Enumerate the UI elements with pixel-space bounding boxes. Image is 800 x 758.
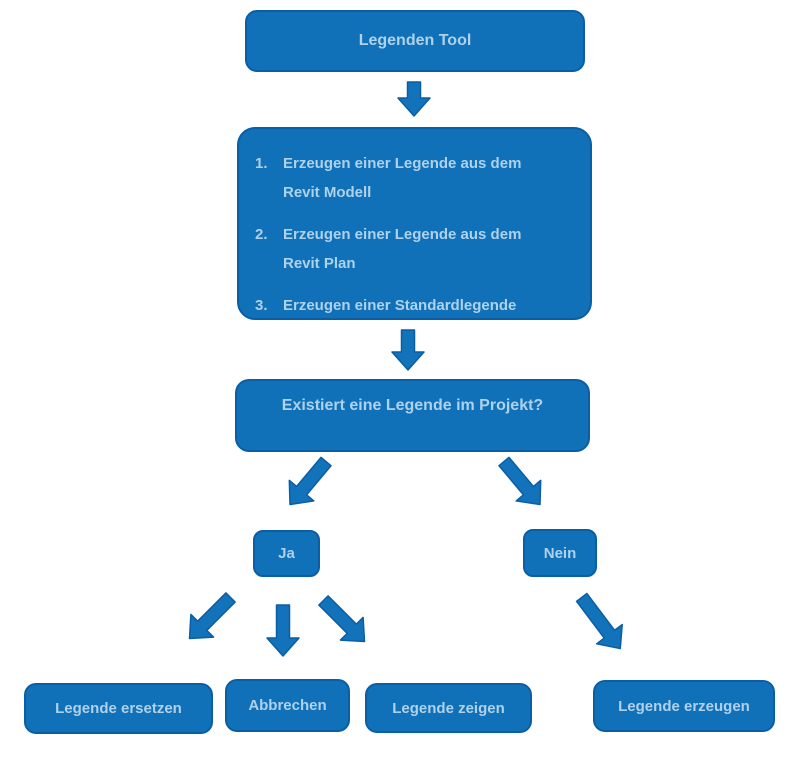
node-legenden-tool: Legenden Tool — [245, 10, 585, 72]
arrow-question-to-ja-icon — [276, 450, 339, 516]
node-ja: Ja — [253, 530, 320, 577]
node-steps-list: 1. Erzeugen einer Legende aus dem Revit … — [237, 127, 592, 320]
arrow-title-to-steps-icon — [397, 81, 431, 117]
flowchart-title: Legenden Tool — [358, 32, 472, 49]
outcome-label: Abbrechen — [248, 697, 327, 714]
arrow-nein-to-erzeugen-icon — [568, 586, 635, 659]
step-number: 1. — [255, 155, 268, 172]
question-text: Existiert eine Legende im Projekt? — [281, 397, 544, 414]
outcome-label: Legende erzeugen — [618, 697, 750, 715]
arrow-question-to-nein-icon — [490, 450, 553, 516]
arrow-ja-to-abbrechen-icon — [266, 604, 300, 657]
step-item: 1. Erzeugen einer Legende aus dem Revit … — [255, 149, 521, 207]
node-question: Existiert eine Legende im Projekt? — [235, 379, 590, 452]
node-legende-zeigen: Legende zeigen — [365, 683, 532, 733]
outcome-label: Legende zeigen — [392, 699, 505, 717]
step-item: 2. Erzeugen einer Legende aus dem Revit … — [255, 220, 521, 278]
node-legende-ersetzen: Legende ersetzen — [24, 683, 213, 734]
step-text: Erzeugen einer Standardlegende — [283, 297, 517, 314]
step-number: 2. — [255, 226, 268, 243]
outcome-label: Legende ersetzen — [55, 700, 182, 717]
step-item: 3. Erzeugen einer Standardlegende — [255, 291, 516, 320]
ja-label: Ja — [278, 545, 295, 562]
arrow-ja-to-ersetzen-icon — [177, 585, 243, 651]
node-abbrechen: Abbrechen — [225, 679, 350, 732]
step-text: Erzeugen einer Legende aus dem Revit Pla… — [283, 226, 522, 272]
step-text: Erzeugen einer Legende aus dem Revit Mod… — [283, 155, 522, 201]
nein-label: Nein — [543, 544, 577, 562]
step-number: 3. — [255, 297, 268, 314]
arrow-steps-to-question-icon — [391, 329, 425, 371]
node-nein: Nein — [523, 529, 597, 577]
arrow-ja-to-zeigen-icon — [311, 588, 377, 654]
node-legende-erzeugen: Legende erzeugen — [593, 680, 775, 732]
